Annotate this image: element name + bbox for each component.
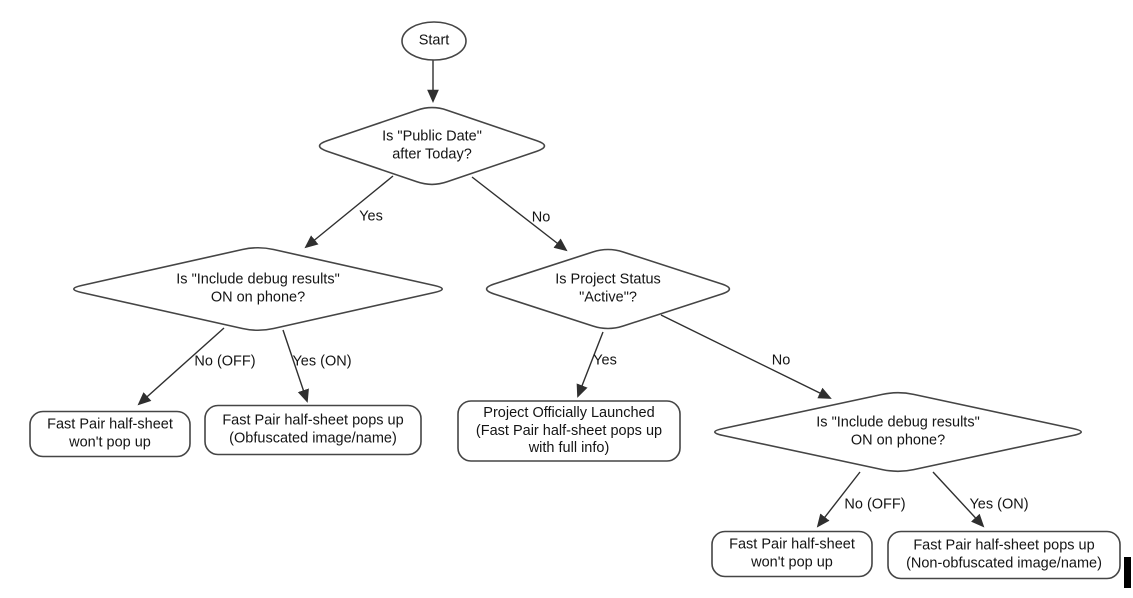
edge-debug-right-yes-on [932, 471, 985, 528]
edge-debug-right-no-off [816, 471, 861, 528]
node-label-decision-debug-left: Is "Include debug results" ON on phone? [176, 271, 340, 306]
edge-label-debug-right-no-off: No (OFF) [844, 496, 906, 513]
edge-label-project-status-yes: Yes [593, 352, 617, 369]
node-result-obfuscated [204, 404, 422, 456]
node-result-non-obfuscated [887, 530, 1121, 580]
edge-project-status-no [660, 314, 832, 399]
node-label-decision-public-date: Is "Public Date" after Today? [382, 128, 482, 163]
node-label-result-wont-popup-left: Fast Pair half-sheet won't pop up [47, 416, 173, 451]
node-result-wont-popup-right [711, 530, 873, 578]
node-label-result-non-obfuscated: Fast Pair half-sheet pops up (Non-obfusc… [906, 537, 1102, 572]
nodes-layer [29, 21, 1121, 580]
edge-debug-left-no-off [137, 327, 225, 406]
edge-label-debug-left-no-off: No (OFF) [194, 353, 256, 370]
edge-label-project-status-no: No [771, 352, 791, 369]
edge-debug-left-yes-on [282, 329, 309, 403]
edge-project-status-yes [576, 331, 604, 398]
node-result-launched [457, 400, 681, 462]
node-label-start: Start [418, 32, 450, 49]
node-decision-debug-right [714, 391, 1082, 473]
edge-label-public-date-yes: Yes [359, 208, 383, 225]
edge-public-date-no [471, 176, 568, 252]
node-result-wont-popup-left [29, 410, 191, 458]
node-start [401, 21, 467, 61]
edge-label-debug-right-yes-on: Yes (ON) [969, 496, 1029, 513]
edge-label-public-date-no: No [531, 209, 551, 226]
node-decision-project-status [485, 248, 731, 330]
node-label-result-wont-popup-right: Fast Pair half-sheet won't pop up [729, 536, 855, 571]
node-label-decision-debug-right: Is "Include debug results" ON on phone? [816, 414, 980, 449]
edge-label-debug-left-yes-on: Yes (ON) [292, 353, 352, 370]
node-label-result-obfuscated: Fast Pair half-sheet pops up (Obfuscated… [222, 412, 404, 447]
node-label-result-launched: Project Officially Launched (Fast Pair h… [475, 404, 663, 456]
node-label-decision-project-status: Is Project Status "Active"? [555, 271, 661, 306]
edges-layer [137, 60, 985, 528]
text-cursor-artifact [1124, 557, 1131, 588]
edge-public-date-yes [304, 175, 394, 249]
node-decision-public-date [318, 106, 546, 186]
node-decision-debug-left [73, 246, 444, 332]
